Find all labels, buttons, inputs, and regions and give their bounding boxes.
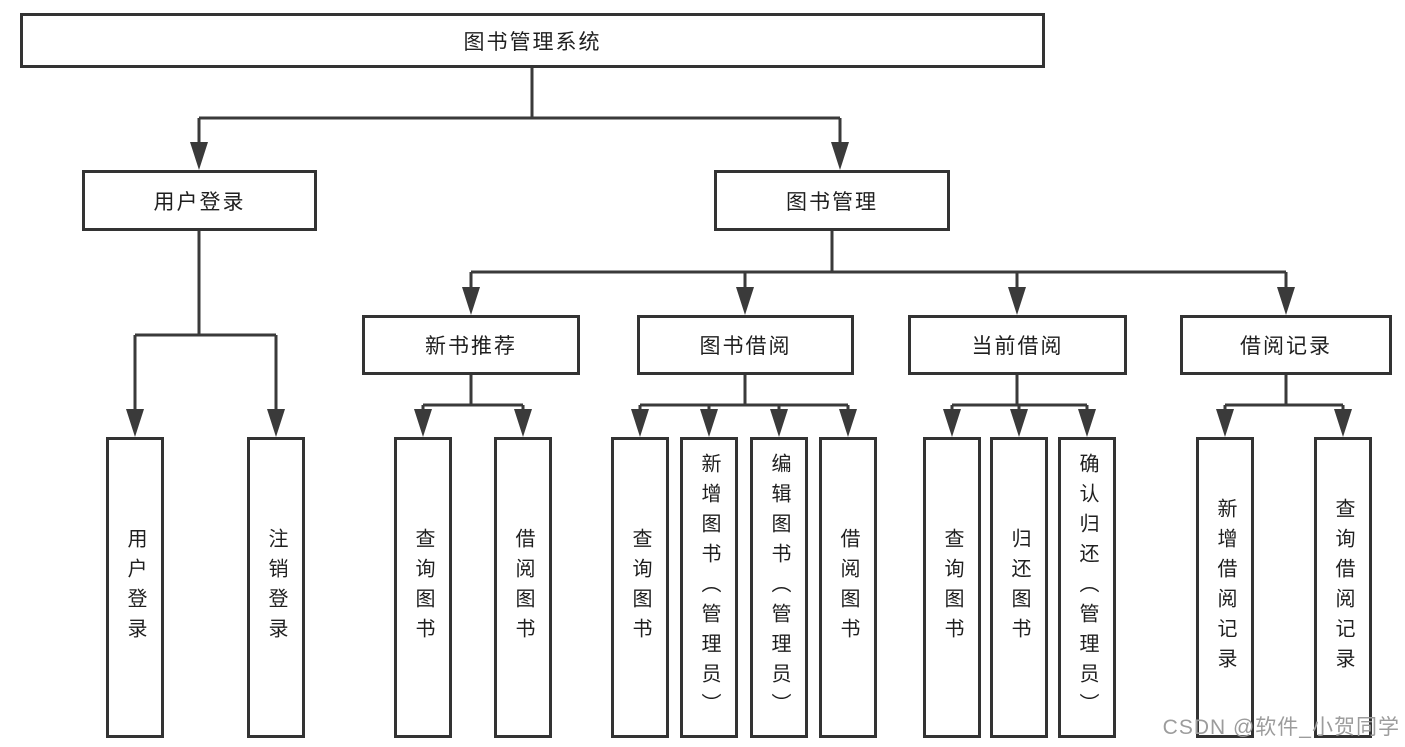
leaf-add-books-admin-label: 新增图书（管理员） bbox=[698, 452, 720, 723]
leaf-borrow-books-recommend: 借阅图书 bbox=[494, 437, 552, 738]
leaf-borrow-books: 借阅图书 bbox=[819, 437, 877, 738]
leaf-return-books-label: 归还图书 bbox=[1008, 527, 1030, 648]
leaf-query-books-borrowing: 查询图书 bbox=[611, 437, 669, 738]
arrowheads bbox=[126, 142, 1352, 437]
leaf-add-books-admin: 新增图书（管理员） bbox=[680, 437, 738, 738]
leaf-return-books: 归还图书 bbox=[990, 437, 1048, 738]
leaf-logout-label: 注销登录 bbox=[265, 527, 287, 648]
leaf-user-login-label: 用户登录 bbox=[124, 527, 146, 648]
leaf-query-books-current: 查询图书 bbox=[923, 437, 981, 738]
node-book-management: 图书管理 bbox=[714, 170, 950, 231]
node-root: 图书管理系统 bbox=[20, 13, 1045, 68]
leaf-query-borrow-record-label: 查询借阅记录 bbox=[1332, 497, 1354, 678]
leaf-query-books-recommend: 查询图书 bbox=[394, 437, 452, 738]
leaf-confirm-return-admin-label: 确认归还（管理员） bbox=[1076, 452, 1098, 723]
leaf-add-borrow-record-label: 新增借阅记录 bbox=[1214, 497, 1236, 678]
node-borrowing-records: 借阅记录 bbox=[1180, 315, 1392, 375]
node-book-borrowing: 图书借阅 bbox=[637, 315, 854, 375]
leaf-query-books-recommend-label: 查询图书 bbox=[412, 527, 434, 648]
leaf-borrow-books-recommend-label: 借阅图书 bbox=[512, 527, 534, 648]
node-current-borrowing: 当前借阅 bbox=[908, 315, 1127, 375]
leaf-logout: 注销登录 bbox=[247, 437, 305, 738]
node-user-login: 用户登录 bbox=[82, 170, 317, 231]
leaf-query-books-current-label: 查询图书 bbox=[941, 527, 963, 648]
leaf-edit-books-admin-label: 编辑图书（管理员） bbox=[768, 452, 790, 723]
leaf-borrow-books-label: 借阅图书 bbox=[837, 527, 859, 648]
leaf-user-login: 用户登录 bbox=[106, 437, 164, 738]
watermark-text: CSDN @软件_小贺同学 bbox=[1162, 716, 1400, 739]
leaf-confirm-return-admin: 确认归还（管理员） bbox=[1058, 437, 1116, 738]
leaf-query-borrow-record: 查询借阅记录 bbox=[1314, 437, 1372, 738]
leaf-edit-books-admin: 编辑图书（管理员） bbox=[750, 437, 808, 738]
node-new-book-recommendation: 新书推荐 bbox=[362, 315, 580, 375]
leaf-add-borrow-record: 新增借阅记录 bbox=[1196, 437, 1254, 738]
leaf-query-books-borrowing-label: 查询图书 bbox=[629, 527, 651, 648]
